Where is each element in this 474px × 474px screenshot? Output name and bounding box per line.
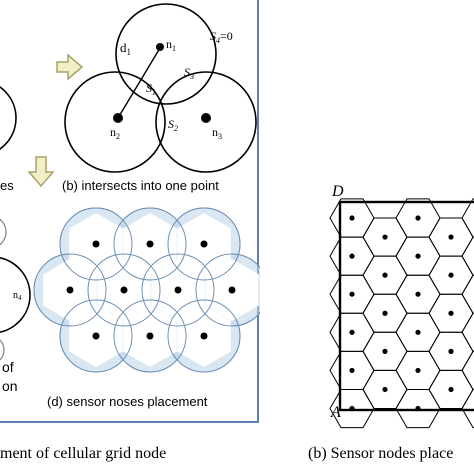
panel-c-label-2: on [2,378,18,394]
hex-cell [461,236,474,276]
sensor-node [415,329,421,335]
sensor-node [448,272,454,278]
node-n1 [156,43,164,51]
corner-label-d: D [331,183,344,200]
sensor-node [228,286,236,294]
sensor-node [382,234,388,240]
left-figure-frame [0,0,259,423]
node-n2 [113,113,123,123]
circle-n1 [115,3,217,105]
label-n2: n2 [110,125,120,141]
hex-cell [461,350,474,390]
hex-cell [461,274,474,314]
sensor-node [349,215,355,221]
sensor-node [92,332,100,340]
panel-a-label-fragment: es [0,178,14,193]
sensor-node [415,367,421,374]
hex-cell [461,389,474,429]
sensor-node [382,386,388,393]
coverage-circle-outline [59,207,133,281]
sensor-node [174,286,182,294]
circle-n2 [64,71,166,173]
sensor-node [146,332,154,340]
coverage-circle-outline [113,299,187,373]
deployment-square [338,200,474,412]
panel-c-label-1: of [2,359,14,375]
down-arrow [27,156,55,188]
coverage-circle-outline [167,207,241,281]
sensor-node [415,253,421,259]
label-s1: S1 [146,81,156,97]
hex-cell [461,312,474,352]
hex-cell [461,198,474,238]
sensor-node [349,367,355,374]
circle-n3 [155,71,257,173]
panel-c-circles [0,218,31,361]
sensor-node [349,329,355,335]
sensor-node [92,240,100,248]
label-s3: S3 [184,65,194,81]
label-n1: n1 [166,37,176,53]
radius-n1-n2 [117,47,161,119]
sensor-node [66,286,74,294]
label-s2: S2 [168,117,178,133]
right-hex-grid [329,198,474,429]
coverage-circle-outline [141,253,215,327]
label-n3: n3 [212,125,222,141]
sensor-node [448,310,454,316]
panel-b-caption: (b) intersects into one point [62,178,219,193]
sensor-node [448,386,454,393]
sensor-node [382,310,388,316]
coverage-circle-outline [195,253,260,327]
coverage-circle-outline [167,299,241,373]
sensor-node [349,253,355,259]
sensor-node [382,348,388,354]
sensor-node [382,272,388,278]
coverage-circle-outline [113,207,187,281]
right-figure-caption: (b) Sensor nodes place [308,445,453,462]
sensor-node [200,240,208,248]
panel-a-circle [0,86,17,150]
label-d1: d1 [120,40,131,57]
right-arrow [56,53,84,81]
sensor-node [415,215,421,221]
sensor-node [349,291,355,297]
label-s4: S4=0 [210,29,233,45]
panel-b-circles [64,3,257,173]
node-n3 [201,113,211,123]
sensor-node [120,286,128,294]
label-n4: n4 [13,290,22,302]
panel-d-caption: (d) sensor noses placement [47,394,208,409]
sensor-node [415,291,421,297]
corner-label-a: A [330,404,341,421]
coverage-circle-outline [59,299,133,373]
coverage-circle-outline [87,253,161,327]
sensor-node [448,234,454,240]
panel-d-honeycomb [33,207,260,373]
left-figure-caption: ment of cellular grid node [0,445,166,462]
sensor-node [448,348,454,354]
sensor-node [200,332,208,340]
coverage-circle-outline [33,253,107,327]
sensor-node [146,240,154,248]
